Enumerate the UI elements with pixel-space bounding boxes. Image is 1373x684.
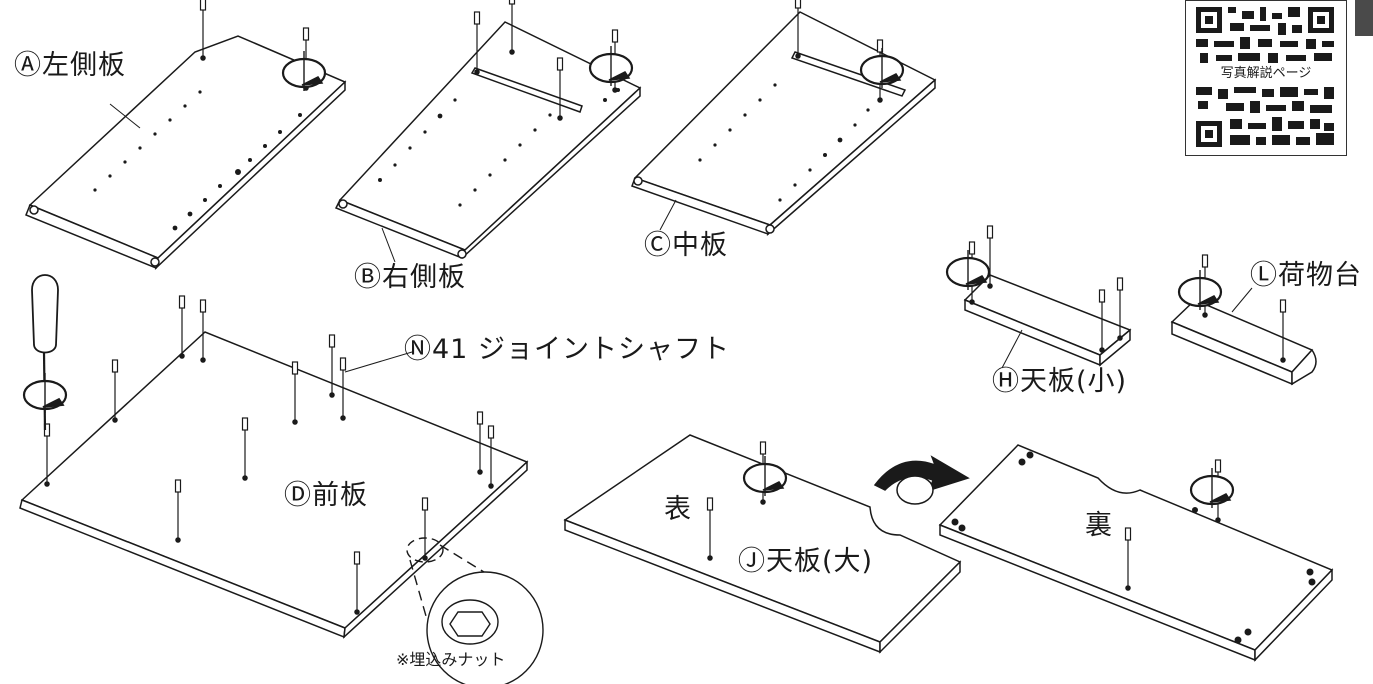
page-tab xyxy=(1355,0,1373,36)
label-j-top-large: Ⓙ天板(大) xyxy=(738,546,874,577)
embedded-nut-detail xyxy=(406,537,544,684)
label-b-right-side: Ⓑ右側板 xyxy=(354,262,466,293)
label-n-joint-shaft: Ⓝ41 ジョイントシャフト xyxy=(404,334,730,365)
panel-a-left-side xyxy=(25,0,347,271)
label-back-side: 裏 xyxy=(1085,510,1113,541)
qr-caption: 写真解説ページ xyxy=(1197,66,1335,82)
label-front-side: 表 xyxy=(664,494,692,525)
label-a-left-side: Ⓐ左側板 xyxy=(14,50,126,81)
panel-j-top-large-back xyxy=(938,444,1334,662)
panel-c-middle xyxy=(631,0,937,237)
label-h-top-small: Ⓗ天板(小) xyxy=(992,366,1128,397)
screwdriver-icon xyxy=(22,274,68,431)
label-embedded-nut: ※埋込みナット xyxy=(396,650,506,669)
label-l-luggage-stand: Ⓛ荷物台 xyxy=(1250,260,1362,291)
label-d-front: Ⓓ前板 xyxy=(284,480,368,511)
panel-h-top-small xyxy=(945,225,1132,367)
panel-l-luggage-stand xyxy=(1170,254,1317,386)
panel-d-front xyxy=(19,295,529,639)
panel-b-right-side xyxy=(334,0,642,259)
label-c-middle: Ⓒ中板 xyxy=(644,230,728,261)
panel-j-top-large-front xyxy=(563,434,962,654)
flip-arrow-icon xyxy=(873,455,970,505)
